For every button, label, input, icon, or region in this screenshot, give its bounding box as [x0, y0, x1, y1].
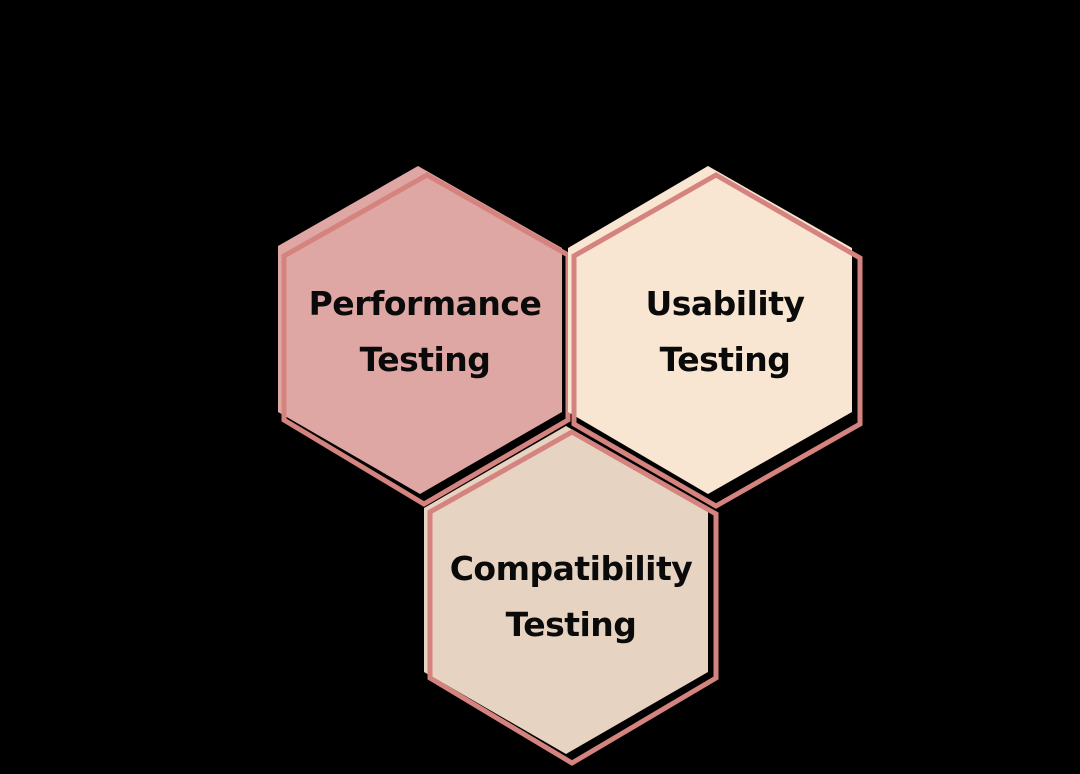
- label-compatibility-line1: Compatibility: [449, 549, 693, 588]
- hexagon-compatibility: [424, 426, 719, 766]
- hexagon-usability: [568, 166, 863, 509]
- label-usability-line2: Testing: [659, 340, 791, 379]
- hexagon-compatibility-fill: [424, 426, 708, 754]
- hexagon-usability-fill: [568, 166, 852, 494]
- label-performance: Performance Testing: [285, 276, 565, 388]
- label-usability-line1: Usability: [645, 284, 805, 323]
- hexagon-performance: [278, 166, 571, 507]
- hexagon-performance-fill: [278, 166, 562, 494]
- label-compatibility: Compatibility Testing: [431, 541, 711, 653]
- label-performance-line1: Performance: [308, 284, 542, 323]
- label-compatibility-line2: Testing: [505, 605, 637, 644]
- hexagon-usability-outline: [571, 172, 863, 509]
- label-usability: Usability Testing: [590, 276, 860, 388]
- hexagon-compatibility-outline: [427, 429, 719, 766]
- label-performance-line2: Testing: [359, 340, 491, 379]
